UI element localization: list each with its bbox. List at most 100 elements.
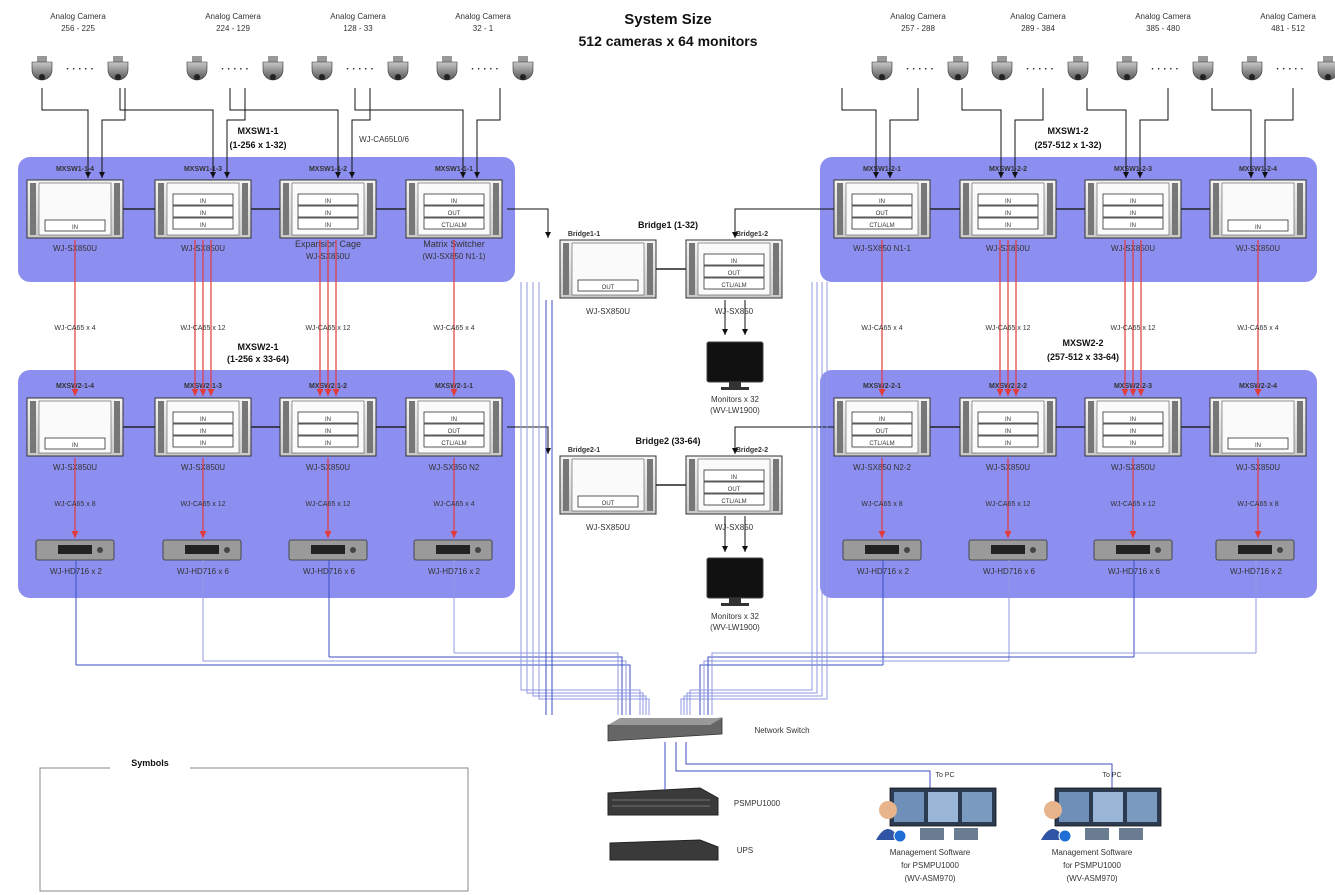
network-cable xyxy=(454,652,619,715)
monitor-icon xyxy=(706,557,764,606)
video-cable xyxy=(1137,88,1169,178)
camera-ellipsis: · · · · · xyxy=(1276,64,1304,75)
video-cable xyxy=(507,208,551,238)
camera-group-label: Analog Camera xyxy=(455,12,511,21)
camera-ellipsis: · · · · · xyxy=(1151,64,1179,75)
board-label: OUT xyxy=(876,429,889,435)
camera-ellipsis: · · · · · xyxy=(471,64,499,75)
cable-count-label: WJ-CA65 x 8 xyxy=(54,501,95,508)
board-label: OUT xyxy=(448,429,461,435)
group-mxsw1-2-range: (257-512 x 1-32) xyxy=(1034,140,1101,150)
network-cable xyxy=(675,742,931,790)
camera-group-range: 257 - 288 xyxy=(901,24,935,33)
cable-count-label: WJ-CA65 x 4 xyxy=(54,325,95,332)
cable-count-label: WJ-CA65 x 12 xyxy=(1110,501,1155,508)
camera-group-label: Analog Camera xyxy=(1135,12,1191,21)
unit-id: MXSW1-2-4 xyxy=(1239,166,1277,173)
camera-group-range: 385 - 480 xyxy=(1146,24,1180,33)
camera-group-label: Analog Camera xyxy=(330,12,386,21)
board-label: IN xyxy=(1130,223,1136,229)
camera-group-range: 481 - 512 xyxy=(1271,24,1305,33)
board-label: IN xyxy=(879,199,885,205)
board-label: IN xyxy=(1005,223,1011,229)
rack-MXSW1-2-4: IN xyxy=(1209,179,1307,239)
cable-count-label: WJ-CA65 x 4 xyxy=(433,501,474,508)
cable-count-label: WJ-CA65 x 4 xyxy=(433,325,474,332)
video-cable xyxy=(349,88,371,178)
unit-id: MXSW1-1-4 xyxy=(56,166,94,173)
unit-id: MXSW1-1-1 xyxy=(435,166,473,173)
cable-count-label: WJ-CA65 x 12 xyxy=(1110,325,1155,332)
network-cable xyxy=(689,282,813,715)
board-label: IN xyxy=(325,199,331,205)
rack-MXSW2-1-4: IN xyxy=(26,397,124,457)
recorder-icon xyxy=(162,539,242,561)
board-label: CTL/ALM xyxy=(721,499,746,505)
to-pc-label: To PC xyxy=(1102,772,1121,779)
board-label: CTL/ALM xyxy=(721,283,746,289)
network-cable xyxy=(329,656,623,715)
camera-group-label: Analog Camera xyxy=(1260,12,1316,21)
network-switch-icon xyxy=(607,717,723,742)
panel-mxsw1-2 xyxy=(820,157,1317,282)
recorder-icon xyxy=(1093,539,1173,561)
pc-label: for PSMPU1000 xyxy=(901,861,959,870)
camera-ellipsis: · · · · · xyxy=(221,64,249,75)
network-switch-label: Network Switch xyxy=(754,726,809,735)
symbols-title: Symbols xyxy=(131,758,169,768)
network-cable xyxy=(683,282,823,715)
board-label: IN xyxy=(1255,443,1261,449)
unit-id: MXSW1-2-2 xyxy=(989,166,1027,173)
cable-count-label: WJ-CA65 x 12 xyxy=(305,501,350,508)
network-cable xyxy=(685,742,1113,790)
camera-icon xyxy=(1192,56,1214,81)
board-label: IN xyxy=(325,223,331,229)
group-mxsw2-1-name: MXSW2-1 xyxy=(237,342,278,352)
cable-count-label: WJ-CA65 x 12 xyxy=(985,325,1030,332)
unit-id: MXSW1-2-1 xyxy=(863,166,901,173)
board-label: IN xyxy=(1255,225,1261,231)
management-pc-icon xyxy=(1041,787,1162,843)
camera-icon xyxy=(262,56,284,81)
video-cable xyxy=(1211,88,1254,178)
video-cable xyxy=(224,88,246,178)
board-label: IN xyxy=(200,441,206,447)
board-label: CTL/ALM xyxy=(441,223,466,229)
pc-label: (WV-ASM970) xyxy=(1066,874,1117,883)
camera-ellipsis: · · · · · xyxy=(1026,64,1054,75)
camera-ellipsis: · · · · · xyxy=(66,64,94,75)
board-label: OUT xyxy=(876,211,889,217)
title-line1: System Size xyxy=(624,11,712,28)
monitor-label: Monitors x 32 xyxy=(711,612,760,621)
board-label: IN xyxy=(1005,417,1011,423)
network-cable xyxy=(76,664,631,715)
recorder-icon xyxy=(35,539,115,561)
network-cable xyxy=(526,282,644,715)
camera-icon xyxy=(436,56,458,81)
pc-label: Management Software xyxy=(1052,848,1133,857)
board-label: IN xyxy=(200,417,206,423)
board-label: IN xyxy=(72,225,78,231)
board-label: IN xyxy=(1005,211,1011,217)
board-label: IN xyxy=(731,259,737,265)
board-label: CTL/ALM xyxy=(441,441,466,447)
pc-label: Management Software xyxy=(890,848,971,857)
camera-icon xyxy=(512,56,534,81)
group-mxsw1-1-name: MXSW1-1 xyxy=(237,126,278,136)
video-cable xyxy=(961,88,1004,178)
video-cable xyxy=(732,208,834,238)
cable-count-label: WJ-CA65 x 8 xyxy=(1237,501,1278,508)
network-cable xyxy=(538,282,650,715)
board-label: IN xyxy=(200,211,206,217)
board-label: IN xyxy=(1130,417,1136,423)
board-label: IN xyxy=(325,429,331,435)
video-cable xyxy=(41,88,91,178)
cable-count-label: WJ-CA65 x 12 xyxy=(180,501,225,508)
unit-id: MXSW1-1-3 xyxy=(184,166,222,173)
camera-group-range: 289 - 384 xyxy=(1021,24,1055,33)
